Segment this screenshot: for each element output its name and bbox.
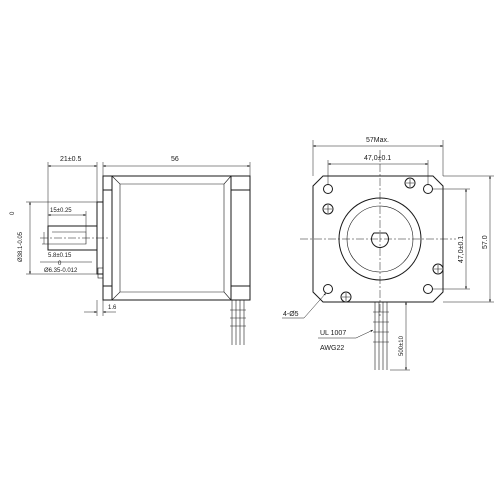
screw-icon	[322, 203, 334, 215]
dim-boss-dia-top: 0	[10, 211, 16, 215]
mounting-hole-bottom-right	[423, 284, 433, 294]
dim-shaft-dia: Ø6.35-0.012	[44, 268, 78, 274]
dim-shaft-dia-top: 0	[58, 261, 62, 267]
screw-icon	[340, 291, 352, 303]
dim-hole-spacing-h: 47,0±0.1	[364, 155, 391, 162]
dim-holes: 4-Ø5	[283, 311, 299, 318]
front-cap	[103, 176, 113, 300]
dim-flat-depth: 5.8±0.15	[48, 253, 72, 259]
side-leads	[230, 300, 246, 345]
flange-outline	[312, 175, 444, 303]
mounting-hole-top-right	[423, 184, 433, 194]
wire-spec-2: AWG22	[320, 345, 344, 352]
side-view: 21±0.5 56 15±0.25 5.8±0.15 0 Ø6.35-0.012…	[10, 156, 251, 345]
leader-wires	[355, 329, 374, 339]
dim-height: 57.0	[482, 235, 489, 249]
mounting-hole-bottom-left	[323, 284, 333, 294]
motor-body-outline	[102, 175, 251, 301]
mounting-hole-top-left	[323, 184, 333, 194]
dim-hole-spacing-v: 47,0±0.1	[458, 236, 465, 263]
leader-holes	[303, 292, 327, 319]
dim-flat-length: 15±0.25	[50, 208, 72, 214]
dim-shaft-length: 21±0.5	[60, 156, 81, 163]
dim-lead-length: 500±10	[399, 335, 405, 356]
front-view: 57Max. 47,0±0.1 47,0±0.1 57.0 4-Ø5 UL 10…	[282, 137, 494, 371]
dim-flange-width: 57Max.	[366, 137, 389, 144]
dim-boss-dia: Ø38.1-0.05	[18, 231, 24, 262]
body-chamfer-lines	[111, 175, 232, 301]
shaft-end	[371, 232, 389, 248]
rear-cap	[230, 176, 250, 300]
screw-icon	[404, 177, 416, 189]
dim-body-length: 56	[171, 156, 179, 163]
connector-tab	[97, 267, 104, 279]
front-leads	[373, 302, 389, 370]
dim-boss-height: 1.6	[108, 305, 117, 311]
wire-spec-1: UL 1007	[320, 330, 346, 337]
screw-icon	[432, 263, 444, 275]
